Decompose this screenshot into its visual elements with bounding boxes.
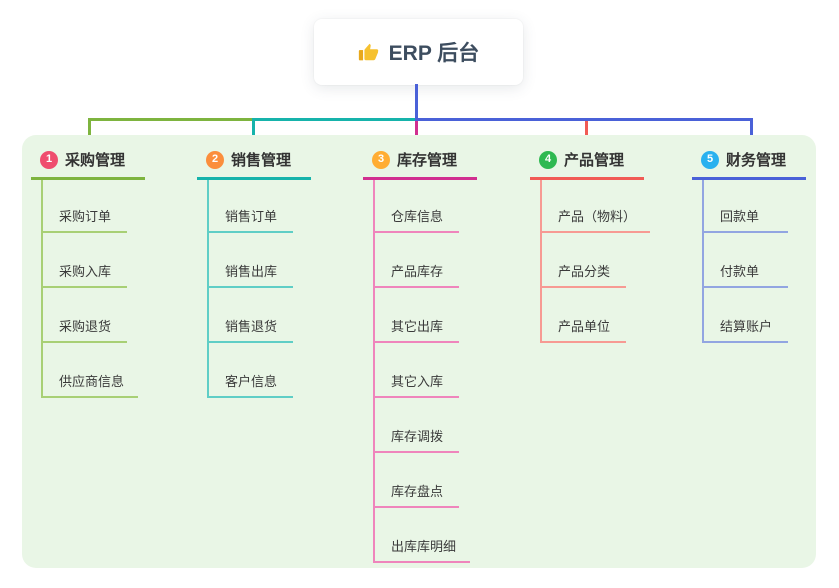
- branch-number-badge: 5: [701, 150, 719, 169]
- child-item[interactable]: 其它入库: [375, 343, 459, 398]
- branch-3: 3 库存管理 仓库信息产品库存其它出库其它入库库存调拨库存盘点出库库明细: [363, 147, 477, 563]
- child-label: 销售退货: [225, 319, 278, 334]
- branch-header[interactable]: 2 销售管理: [197, 147, 311, 180]
- child-item[interactable]: 结算账户: [704, 288, 788, 343]
- connector-drop-red: [585, 121, 588, 146]
- child-item[interactable]: 产品（物料）: [542, 180, 651, 233]
- thumbs-up-icon: [358, 43, 378, 61]
- branch-label: 产品管理: [564, 152, 625, 169]
- child-label: 出库库明细: [391, 539, 457, 554]
- child-item[interactable]: 库存盘点: [375, 453, 459, 508]
- connector-bus-green: [88, 118, 255, 121]
- child-label: 产品（物料）: [558, 209, 637, 224]
- child-label: 其它出库: [391, 319, 444, 334]
- child-item[interactable]: 采购退货: [43, 288, 127, 343]
- child-item[interactable]: 采购入库: [43, 233, 127, 288]
- child-label: 回款单: [720, 209, 760, 224]
- child-item[interactable]: 出库库明细: [375, 508, 471, 563]
- child-label: 付款单: [720, 264, 760, 279]
- child-item[interactable]: 销售出库: [209, 233, 293, 288]
- connector-root-drop: [415, 84, 418, 119]
- root-label: ERP 后台: [388, 42, 480, 65]
- child-label: 供应商信息: [59, 374, 125, 389]
- branch-children: 产品（物料） 产品分类产品单位: [540, 180, 651, 343]
- branch-1: 1 采购管理 采购订单采购入库采购退货供应商信息: [31, 147, 145, 398]
- branch-label: 库存管理: [397, 152, 458, 169]
- branch-children: 销售订单销售出库销售退货客户信息: [207, 180, 293, 398]
- branch-header[interactable]: 3 库存管理: [363, 147, 477, 180]
- child-label: 产品单位: [558, 319, 611, 334]
- branch-header[interactable]: 5 财务管理: [692, 147, 806, 180]
- branch-header[interactable]: 1 采购管理: [31, 147, 145, 180]
- child-label: 销售出库: [225, 264, 278, 279]
- connector-drop-magenta: [415, 121, 418, 147]
- child-item[interactable]: 仓库信息: [375, 180, 459, 233]
- branch-number-badge: 3: [372, 150, 390, 169]
- connector-drop-blue: [750, 118, 753, 146]
- child-item[interactable]: 其它出库: [375, 288, 459, 343]
- child-label: 产品分类: [558, 264, 611, 279]
- child-item[interactable]: 回款单: [704, 180, 788, 233]
- child-label: 采购入库: [59, 264, 112, 279]
- branch-label: 采购管理: [65, 152, 126, 169]
- child-label: 结算账户: [720, 319, 773, 334]
- branch-number-badge: 4: [539, 150, 557, 169]
- branch-children: 回款单付款单结算账户: [702, 180, 788, 343]
- child-item[interactable]: 库存调拨: [375, 398, 459, 453]
- root-node[interactable]: ERP 后台: [314, 19, 523, 85]
- connector-drop-teal: [252, 118, 255, 146]
- connector-drop-green: [88, 118, 91, 146]
- branch-4: 4 产品管理 产品（物料） 产品分类产品单位: [530, 147, 651, 343]
- branch-2: 2 销售管理 销售订单销售出库销售退货客户信息: [197, 147, 311, 398]
- child-label: 库存调拨: [391, 429, 444, 444]
- child-label: 其它入库: [391, 374, 444, 389]
- branch-children: 采购订单采购入库采购退货供应商信息: [41, 180, 139, 398]
- connector-bus-teal: [252, 118, 417, 121]
- child-item[interactable]: 付款单: [704, 233, 788, 288]
- child-label: 仓库信息: [391, 209, 444, 224]
- child-item[interactable]: 供应商信息: [43, 343, 139, 398]
- child-item[interactable]: 产品分类: [542, 233, 626, 288]
- branch-number-badge: 1: [40, 150, 58, 169]
- connector-bus-blue: [415, 118, 753, 121]
- branch-children: 仓库信息产品库存其它出库其它入库库存调拨库存盘点出库库明细: [373, 180, 471, 563]
- branches-panel: [22, 135, 816, 568]
- branch-number-badge: 2: [206, 150, 224, 169]
- child-label: 采购退货: [59, 319, 112, 334]
- child-item[interactable]: 产品库存: [375, 233, 459, 288]
- child-label: 采购订单: [59, 209, 112, 224]
- child-label: 产品库存: [391, 264, 444, 279]
- branch-label: 销售管理: [231, 152, 292, 169]
- branch-header[interactable]: 4 产品管理: [530, 147, 644, 180]
- child-item[interactable]: 采购订单: [43, 180, 127, 233]
- branch-5: 5 财务管理 回款单付款单结算账户: [692, 147, 806, 343]
- child-label: 销售订单: [225, 209, 278, 224]
- branch-label: 财务管理: [726, 152, 787, 169]
- child-label: 客户信息: [225, 374, 278, 389]
- child-item[interactable]: 客户信息: [209, 343, 293, 398]
- child-item[interactable]: 销售订单: [209, 180, 293, 233]
- child-item[interactable]: 销售退货: [209, 288, 293, 343]
- child-label: 库存盘点: [391, 484, 444, 499]
- child-item[interactable]: 产品单位: [542, 288, 626, 343]
